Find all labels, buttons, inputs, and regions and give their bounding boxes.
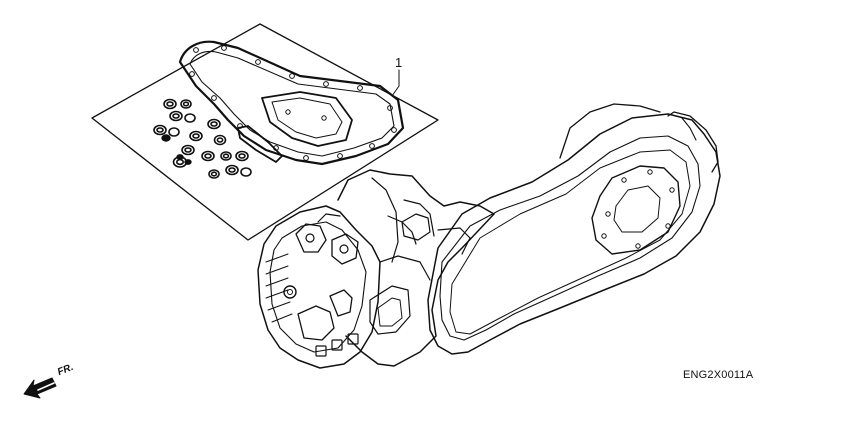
oil-seals <box>161 134 192 165</box>
drawing-code: ENG2X0011A <box>683 369 754 381</box>
engine-assembly[interactable] <box>257 103 721 369</box>
gasket-kit[interactable] <box>91 23 439 241</box>
belt-cover <box>427 113 721 355</box>
crankcase-gasket <box>178 40 405 166</box>
crankcase <box>337 169 495 367</box>
clutch-boss <box>591 165 681 255</box>
cylinder-head <box>257 205 381 369</box>
callout-1-leader <box>391 69 400 97</box>
cooling-fins <box>265 253 293 323</box>
strip-gasket <box>237 125 283 163</box>
forward-arrow-icon <box>23 377 57 399</box>
gasket-kit-card <box>91 23 439 241</box>
bolt-holes <box>189 45 397 161</box>
inner-window-gasket <box>261 91 353 147</box>
callout-label-1: 1 <box>395 55 403 70</box>
intake-port <box>401 213 431 241</box>
spark-plug-hole <box>283 285 297 299</box>
exhaust-studs <box>315 333 359 357</box>
